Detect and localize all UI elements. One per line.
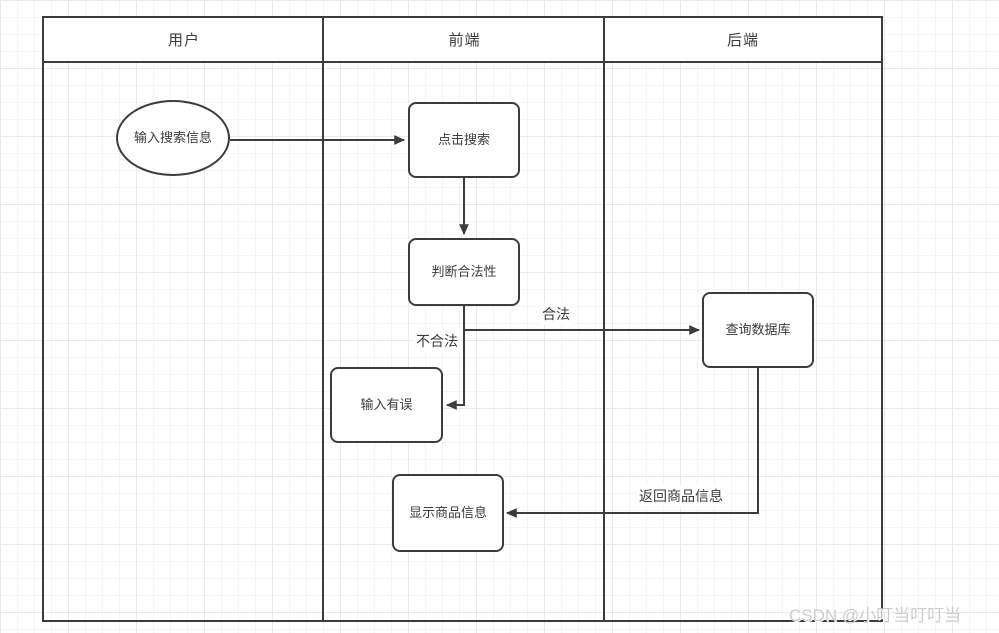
node-validate-label: 判断合法性	[431, 264, 497, 280]
lane-header-frontend: 前端	[324, 18, 605, 61]
edge-label-valid: 合法	[539, 303, 573, 325]
lane-header-frontend-label: 前端	[448, 32, 481, 49]
lane-header-backend: 后端	[605, 18, 881, 61]
node-query-db: 查询数据库	[702, 292, 814, 368]
lane-header-backend-label: 后端	[726, 32, 759, 49]
lane-header-user-label: 用户	[167, 32, 200, 49]
lane-divider-user-frontend	[322, 18, 324, 620]
node-validate: 判断合法性	[408, 238, 520, 306]
node-query-db-label: 查询数据库	[725, 322, 791, 338]
node-show-product: 显示商品信息	[392, 474, 504, 552]
node-input-search: 输入搜索信息	[116, 100, 230, 176]
node-click-search-label: 点击搜索	[437, 132, 490, 148]
node-show-product-label: 显示商品信息	[408, 505, 487, 521]
lane-header-user: 用户	[44, 18, 324, 61]
lane-divider-frontend-backend	[603, 18, 605, 620]
node-input-error-label: 输入有误	[360, 397, 413, 413]
node-click-search: 点击搜索	[408, 102, 520, 178]
swimlane-header-row: 用户 前端 后端	[44, 18, 881, 63]
edge-label-invalid: 不合法	[413, 330, 461, 352]
node-input-search-label: 输入搜索信息	[133, 130, 212, 146]
edge-label-return-info: 返回商品信息	[636, 485, 726, 507]
csdn-watermark: CSDN @小叮当叮叮当	[789, 606, 962, 625]
node-input-error: 输入有误	[330, 367, 443, 443]
